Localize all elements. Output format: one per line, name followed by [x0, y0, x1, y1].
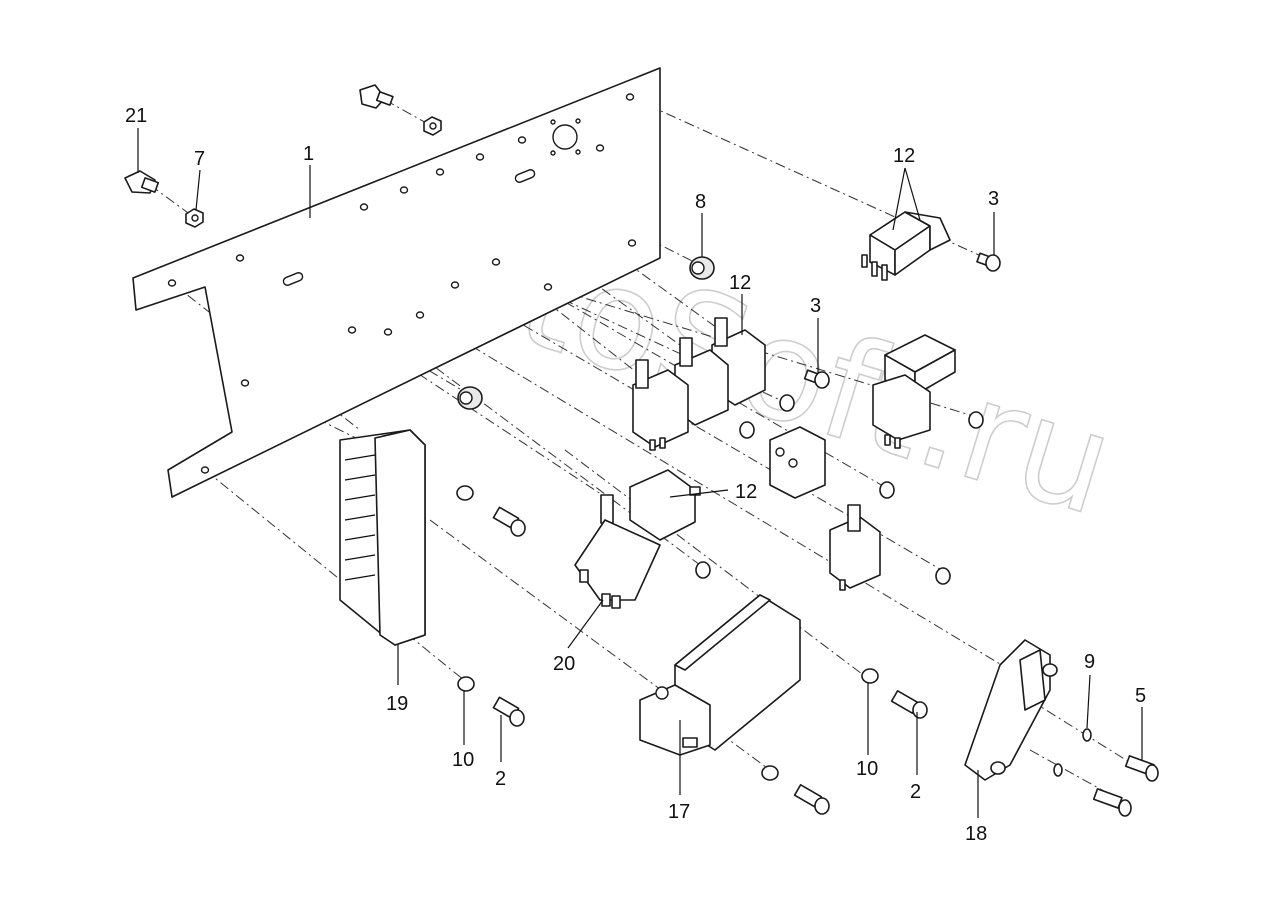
screw-top: [359, 84, 442, 136]
label-19: 19: [386, 693, 408, 715]
small-screws-mid: [695, 394, 984, 585]
screw-21: [124, 170, 160, 194]
fuse-block-19: [339, 429, 426, 646]
label-7: 7: [194, 148, 205, 170]
screw-3-top: [976, 252, 1001, 272]
relay-cluster-mid: [632, 317, 766, 451]
label-3-top: 3: [988, 188, 999, 210]
label-10-left: 10: [452, 749, 474, 771]
module-17: [639, 594, 801, 756]
grommet-plate: [457, 386, 483, 410]
bolt-2-right: [890, 690, 928, 719]
label-2-left: 2: [495, 768, 506, 790]
label-10-right: 10: [856, 758, 878, 780]
relay-center: [600, 426, 826, 541]
label-21: 21: [125, 105, 147, 127]
label-12-center: 12: [735, 481, 757, 503]
part-labels: 1 2 2 3 3 5 7 8 9 10 10 12 12 12 17 18 1…: [125, 105, 1146, 845]
screw-3-mid: [803, 369, 830, 389]
washer-10-left: [457, 676, 475, 692]
label-1: 1: [303, 143, 314, 165]
grommet-8: [689, 256, 715, 280]
leader-lines: [137, 128, 1143, 818]
label-5: 5: [1135, 685, 1146, 707]
relay-right-double: [872, 334, 956, 449]
bolt-2-left: [492, 696, 525, 727]
label-20: 20: [553, 653, 575, 675]
label-12-top: 12: [893, 145, 915, 167]
relay-20: [574, 519, 661, 609]
label-17: 17: [668, 801, 690, 823]
label-2-right: 2: [910, 781, 921, 803]
relay-right-lower: [829, 504, 881, 591]
washer-10-right: [861, 668, 879, 684]
washer-9: [1053, 728, 1092, 777]
mounting-plate: [132, 67, 661, 498]
bolt-5: [1092, 755, 1159, 817]
label-12-mid: 12: [729, 272, 751, 294]
label-18: 18: [965, 823, 987, 845]
bracket-18: [964, 639, 1058, 781]
label-9: 9: [1084, 651, 1095, 673]
washer-bolt-17: [761, 765, 830, 815]
label-3-mid: 3: [810, 295, 821, 317]
washer-bolt-upper: [456, 485, 526, 537]
relay-top-right: [861, 211, 951, 281]
nut-7: [185, 208, 204, 228]
label-8: 8: [695, 191, 706, 213]
